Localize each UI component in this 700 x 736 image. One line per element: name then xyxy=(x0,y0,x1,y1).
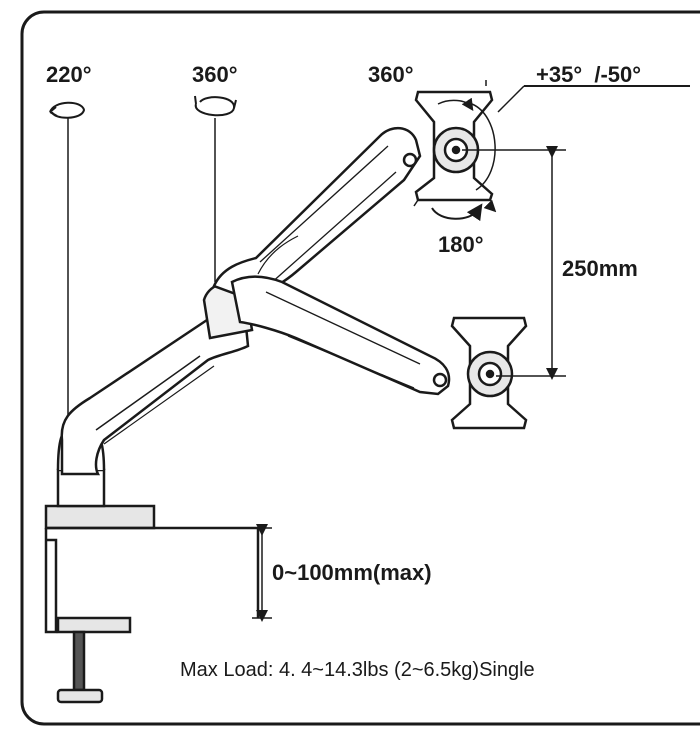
top-vesa-plate xyxy=(413,80,492,208)
tilt-label: +35° /-50° xyxy=(536,62,641,87)
upper-arm xyxy=(212,127,422,302)
max-load-caption: Max Load: 4. 4~14.3lbs (2~6.5kg)Single xyxy=(180,659,535,681)
frame-border xyxy=(20,10,700,726)
height-adjust-label: 250mm xyxy=(562,256,638,281)
lower-arm xyxy=(60,279,254,476)
clamp-range-label: 0~100mm(max) xyxy=(272,560,432,585)
swivel-arrow-icon xyxy=(431,203,483,222)
bottom-vesa-plate xyxy=(450,316,528,430)
rotation-head-label: 360° xyxy=(368,62,414,87)
rotation-mid-label: 360° xyxy=(192,62,238,87)
tilt-indicator xyxy=(437,85,690,191)
clamp-dimension xyxy=(252,524,272,622)
rotation-base-label: 220° xyxy=(46,62,92,87)
rotate-360-mid-icon xyxy=(194,95,237,117)
lower-monitor-arm xyxy=(230,275,451,396)
rotate-220-icon xyxy=(49,101,86,119)
swivel-label: 180° xyxy=(438,232,484,257)
height-dimension xyxy=(462,146,566,380)
